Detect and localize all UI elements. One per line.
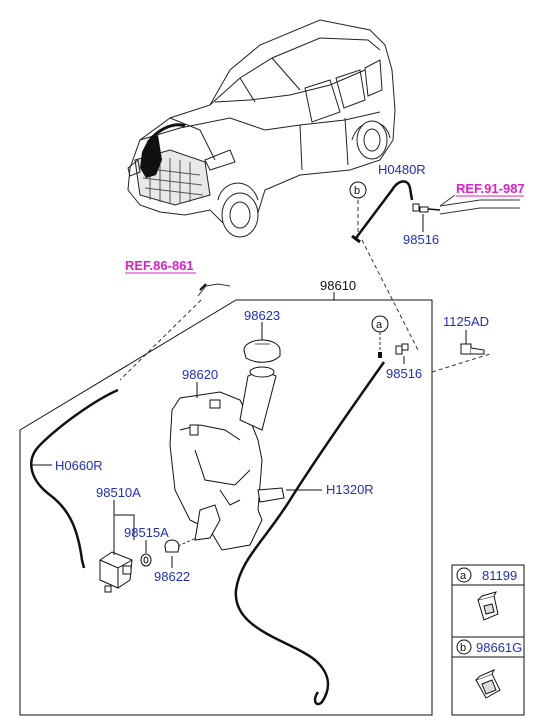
cap-98623: [243, 339, 281, 363]
label-98510a: 98510A: [96, 485, 141, 500]
callout-a-letter: a: [376, 319, 383, 331]
hose-h1320r: [234, 361, 386, 706]
pump-98510a: [99, 551, 133, 593]
clip-icon: [475, 669, 501, 699]
rear-wheel: [356, 120, 388, 160]
front-wheel: [221, 192, 259, 238]
legend-part-b: 98661G: [476, 640, 522, 655]
legend-part-a: 81199: [482, 568, 517, 583]
label-98515a: 98515A: [124, 525, 169, 540]
reservoir-98620: [169, 366, 285, 551]
check-valve-98516-mid: [395, 343, 409, 355]
label-h0480r: H0480R: [378, 162, 426, 177]
hose-ref-86-861: [197, 283, 231, 297]
legend-letter-a: a: [460, 570, 467, 582]
label-98622: 98622: [154, 569, 190, 584]
legend-row-a: a 81199: [456, 567, 517, 621]
nozzle-end: [351, 234, 361, 244]
callout-b-letter: b: [354, 185, 360, 197]
plug-98622: [164, 539, 180, 553]
label-98516-top: 98516: [403, 232, 439, 247]
legend-row-b: b 98661G: [456, 639, 522, 699]
check-valve-98516-top: [412, 203, 441, 213]
grommet-98515a: [140, 553, 152, 567]
label-1125ad: 1125AD: [443, 314, 489, 329]
bolt-1125ad: [460, 343, 485, 355]
assembly-frame-98610: [19, 299, 433, 716]
label-h1320r: H1320R: [326, 482, 374, 497]
legend-letter-b: b: [460, 642, 466, 654]
vehicle-illustration: [127, 19, 396, 233]
hose-h0660r: [30, 388, 119, 569]
label-ref-91-987: REF.91-987: [456, 181, 525, 196]
clip-icon: [477, 591, 499, 621]
hose-ref-91-987: [439, 199, 520, 215]
vehicle-reservoir-highlight: [140, 135, 162, 178]
label-h0660r: H0660R: [55, 458, 103, 473]
label-ref-86-861: REF.86-861: [125, 258, 194, 273]
hose-h0480r: [355, 180, 414, 239]
legend-box: a 81199 b 98661G: [451, 564, 525, 716]
callout-b: [349, 181, 367, 199]
label-98623: 98623: [244, 308, 280, 323]
label-98620: 98620: [182, 367, 218, 382]
label-98610: 98610: [320, 278, 356, 293]
vehicle-hose-highlight: [148, 123, 186, 141]
label-98516-mid: 98516: [386, 366, 422, 381]
